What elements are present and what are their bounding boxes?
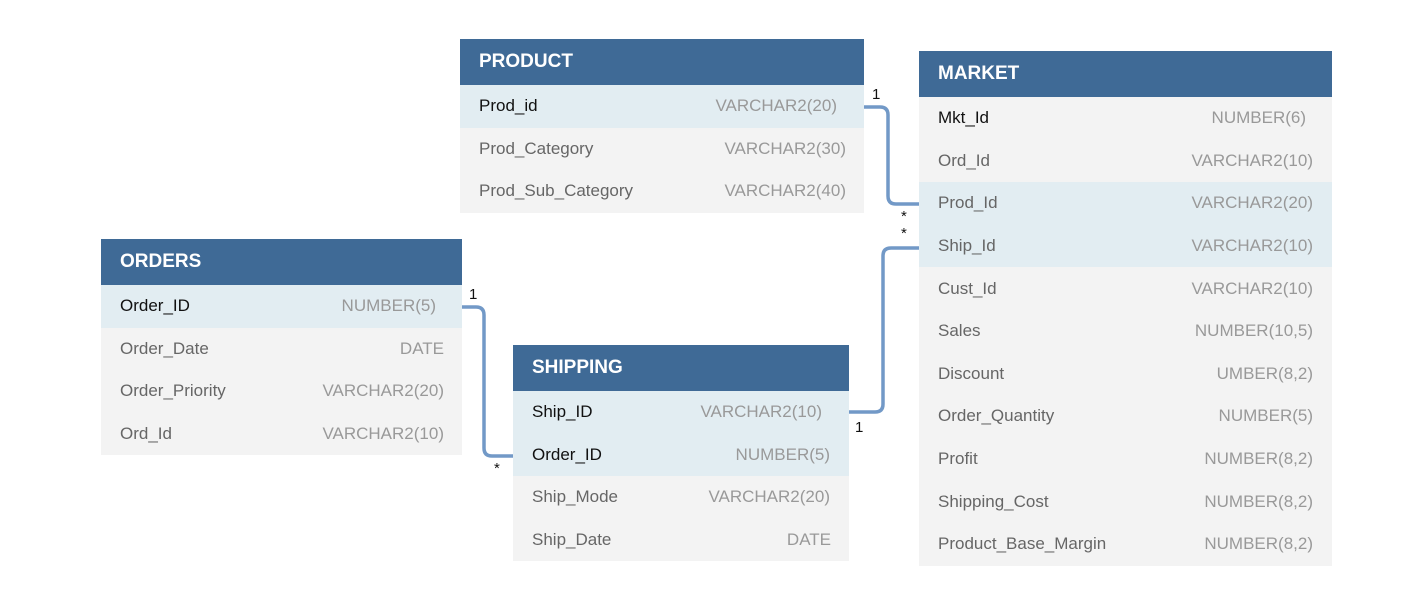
column-type: VARCHAR2(10) — [322, 424, 444, 444]
cardinality-shipping-one: 1 — [855, 419, 864, 436]
entity-shipping-title: SHIPPING — [513, 345, 849, 391]
column-type: NUMBER(5) — [735, 444, 830, 464]
column-name: Prod_Category — [479, 138, 594, 158]
product-row-prod-sub-category: Prod_Sub_Category VARCHAR2(40) — [460, 170, 864, 213]
entity-product[interactable]: PRODUCT Prod_id VARCHAR2(20) Prod_Catego… — [460, 39, 864, 213]
cardinality-shipping-order-many: * — [494, 460, 500, 477]
column-type: VARCHAR2(20) — [708, 487, 830, 507]
connector-product-market — [864, 105, 919, 206]
product-row-prod-id: Prod_id VARCHAR2(20) — [460, 85, 864, 128]
entity-market[interactable]: MARKET Mkt_Id NUMBER(6) Ord_Id VARCHAR2(… — [919, 51, 1332, 566]
cardinality-market-ship-many: * — [901, 225, 907, 242]
cardinality-market-prod-many: * — [901, 208, 907, 225]
column-name: Prod_id — [479, 96, 538, 116]
shipping-row-ship-date: Ship_Date DATE — [513, 519, 849, 562]
cardinality-orders-one: 1 — [469, 286, 478, 303]
shipping-row-order-id: Order_ID NUMBER(5) — [513, 433, 849, 477]
market-row-prod-id: Prod_Id VARCHAR2(20) — [919, 182, 1332, 225]
market-row-sales: Sales NUMBER(10,5) — [919, 310, 1332, 353]
column-name: Product_Base_Margin — [938, 534, 1107, 554]
column-type: VARCHAR2(20) — [1191, 193, 1313, 213]
column-name: Sales — [938, 321, 981, 341]
column-type: VARCHAR2(10) — [1191, 278, 1313, 298]
market-row-mkt-id: Mkt_Id NUMBER(6) — [919, 97, 1332, 140]
column-name: Ship_Mode — [532, 487, 619, 507]
column-type: NUMBER(8,2) — [1204, 449, 1313, 469]
column-type: DATE — [786, 530, 831, 550]
market-row-product-base-margin: Product_Base_Margin NUMBER(8,2) — [919, 523, 1332, 566]
column-name: Ship_Date — [532, 530, 612, 550]
column-name: Order_Priority — [120, 381, 226, 401]
column-type: VARCHAR2(40) — [724, 181, 846, 201]
column-name: Ship_ID — [532, 402, 593, 422]
column-name: Ord_Id — [938, 150, 990, 170]
market-row-discount: Discount UMBER(8,2) — [919, 353, 1332, 396]
column-type: NUMBER(6) — [1211, 108, 1306, 128]
column-name: Ship_Id — [938, 236, 996, 256]
column-name: Order_ID — [120, 296, 190, 316]
column-type: VARCHAR2(10) — [1191, 236, 1313, 256]
column-name: Profit — [938, 449, 978, 469]
orders-row-order-date: Order_Date DATE — [101, 328, 462, 371]
orders-row-order-id: Order_ID NUMBER(5) — [101, 285, 462, 328]
orders-row-order-priority: Order_Priority VARCHAR2(20) — [101, 370, 462, 413]
column-name: Ord_Id — [120, 424, 172, 444]
market-row-profit: Profit NUMBER(8,2) — [919, 438, 1332, 481]
column-name: Shipping_Cost — [938, 491, 1049, 511]
entity-shipping[interactable]: SHIPPING Ship_ID VARCHAR2(10) Order_ID N… — [513, 345, 849, 562]
market-row-cust-id: Cust_Id VARCHAR2(10) — [919, 267, 1332, 310]
column-type: VARCHAR2(30) — [724, 138, 846, 158]
entity-product-title: PRODUCT — [460, 39, 864, 85]
shipping-row-ship-mode: Ship_Mode VARCHAR2(20) — [513, 476, 849, 519]
column-type: VARCHAR2(10) — [1191, 150, 1313, 170]
entity-market-title: MARKET — [919, 51, 1332, 97]
market-row-shipping-cost: Shipping_Cost NUMBER(8,2) — [919, 480, 1332, 523]
column-name: Prod_Sub_Category — [479, 181, 634, 201]
column-name: Prod_Id — [938, 193, 998, 213]
connector-orders-shipping — [462, 305, 513, 458]
entity-orders-title: ORDERS — [101, 239, 462, 285]
column-name: Mkt_Id — [938, 108, 990, 128]
orders-row-ord-id: Ord_Id VARCHAR2(10) — [101, 413, 462, 456]
column-name: Cust_Id — [938, 278, 997, 298]
cardinality-product-one: 1 — [872, 86, 881, 103]
entity-orders[interactable]: ORDERS Order_ID NUMBER(5) Order_Date DAT… — [101, 239, 462, 456]
column-type: VARCHAR2(10) — [700, 402, 822, 422]
column-name: Order_Date — [120, 338, 209, 358]
market-row-ship-id: Ship_Id VARCHAR2(10) — [919, 224, 1332, 268]
column-name: Order_ID — [532, 444, 602, 464]
column-type: NUMBER(5) — [1218, 406, 1313, 426]
column-type: NUMBER(10,5) — [1194, 321, 1313, 341]
column-name: Order_Quantity — [938, 406, 1055, 426]
column-type: UMBER(8,2) — [1216, 363, 1313, 383]
column-type: VARCHAR2(20) — [322, 381, 444, 401]
market-row-ord-id: Ord_Id VARCHAR2(10) — [919, 140, 1332, 183]
column-type: NUMBER(8,2) — [1204, 534, 1313, 554]
column-type: DATE — [399, 338, 444, 358]
column-type: NUMBER(8,2) — [1204, 491, 1313, 511]
column-type: VARCHAR2(20) — [715, 96, 837, 116]
product-row-prod-category: Prod_Category VARCHAR2(30) — [460, 128, 864, 171]
connector-shipping-market — [849, 246, 919, 414]
shipping-row-ship-id: Ship_ID VARCHAR2(10) — [513, 391, 849, 434]
column-name: Discount — [938, 363, 1005, 383]
market-row-order-quantity: Order_Quantity NUMBER(5) — [919, 395, 1332, 438]
column-type: NUMBER(5) — [341, 296, 436, 316]
